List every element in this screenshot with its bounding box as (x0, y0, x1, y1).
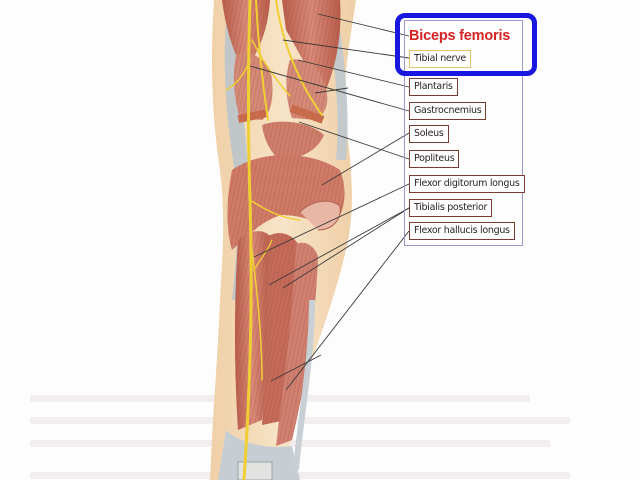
soleus-cut-edge (299, 200, 341, 231)
calcaneal-region (237, 461, 273, 480)
leader-lines (249, 13, 410, 391)
bleed-through-text (30, 472, 570, 479)
highlight-box (395, 13, 537, 76)
popliteus-label: Popliteus (409, 150, 460, 168)
biceps-femoris-label: Biceps femoris (409, 28, 511, 44)
label-group-box (404, 20, 523, 246)
medial-tendon (293, 299, 315, 471)
gastrocnemius-label: Gastrocnemius (409, 102, 487, 120)
tibialis-posterior-label: Tibialis posterior (409, 199, 493, 217)
flexor-hallucis-longus-label: Flexor hallucis longus (409, 222, 515, 240)
tibial-nerve-label: Tibial nerve (409, 50, 471, 68)
plantaris-label: Plantaris (409, 78, 458, 96)
flexor-digitorum-longus-label: Flexor digitorum longus (409, 175, 525, 193)
soleus-label: Soleus (409, 125, 449, 143)
tibial-nerve (225, 0, 323, 480)
